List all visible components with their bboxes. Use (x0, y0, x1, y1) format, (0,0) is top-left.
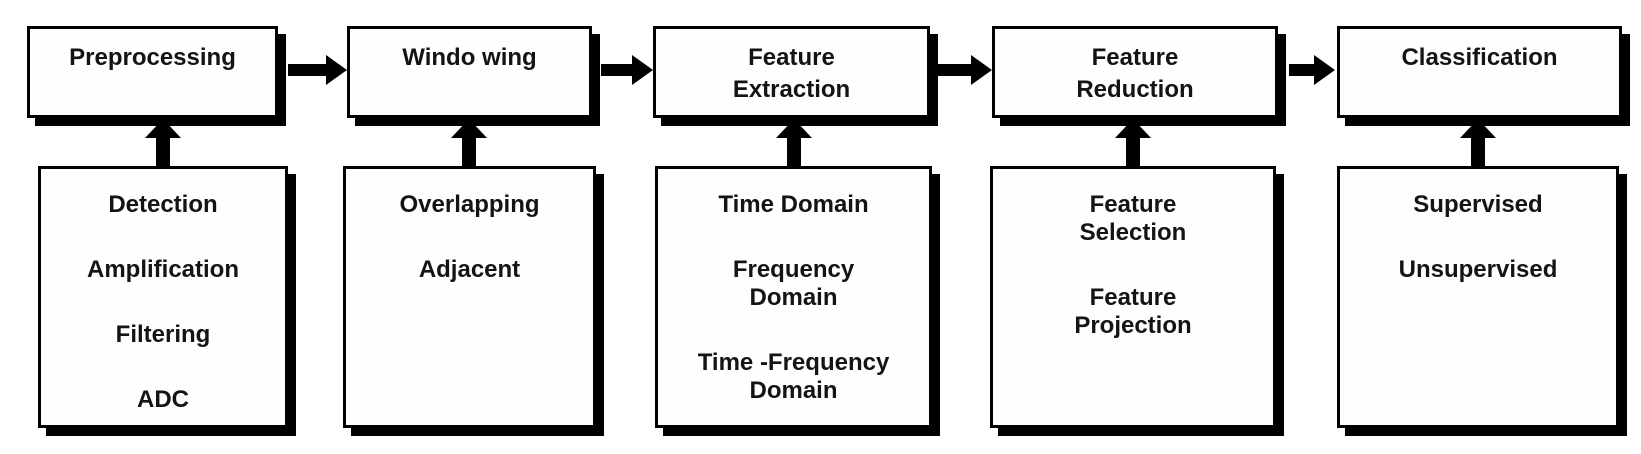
arrow-head-icon (326, 55, 347, 85)
arrow-head-icon (1460, 119, 1496, 138)
flow-arrow-up-4 (1115, 119, 1151, 167)
methods-box-feature-reduction: Feature Selection Feature Projection (990, 166, 1276, 428)
stage-box-feature-reduction: Feature Reduction (992, 26, 1278, 118)
methods-box-classification: Supervised Unsupervised (1337, 166, 1619, 428)
method-item: Overlapping (399, 191, 540, 218)
stage-box-feature-extraction: Feature Extraction (653, 26, 930, 118)
stage-box-classification: Classification (1337, 26, 1622, 118)
arrow-shaft (787, 135, 801, 167)
stage-label-feature-extraction: Feature Extraction (732, 44, 851, 103)
flow-arrow-right-4 (1289, 55, 1335, 85)
method-item: Feature Projection (1074, 284, 1192, 339)
stage-label-windowing: Windo wing (402, 44, 537, 71)
methods-box-windowing: Overlapping Adjacent (343, 166, 596, 428)
method-item: Detection (108, 191, 218, 218)
arrow-shaft (1126, 135, 1140, 167)
arrow-shaft (1289, 64, 1318, 76)
arrow-head-icon (1314, 55, 1335, 85)
arrow-head-icon (632, 55, 653, 85)
flow-arrow-up-1 (145, 119, 181, 167)
method-item: Feature Selection (1079, 191, 1187, 246)
stage-label-classification: Classification (1401, 44, 1558, 71)
method-item: Time Domain (718, 191, 869, 218)
stage-box-preprocessing: Preprocessing (27, 26, 278, 118)
method-item: Filtering (115, 321, 211, 348)
arrow-shaft (1471, 135, 1485, 167)
stage-label-feature-reduction: Feature Reduction (1076, 44, 1194, 103)
arrow-shaft (156, 135, 170, 167)
stage-box-windowing: Windo wing (347, 26, 592, 118)
flow-arrow-right-3 (936, 55, 992, 85)
method-item: Supervised (1413, 191, 1543, 218)
arrow-head-icon (451, 119, 487, 138)
arrow-shaft (288, 64, 330, 76)
stage-label-preprocessing: Preprocessing (69, 44, 236, 71)
methods-box-preprocessing: Detection Amplification Filtering ADC (38, 166, 288, 428)
arrow-shaft (601, 64, 636, 76)
arrow-head-icon (971, 55, 992, 85)
flow-arrow-right-2 (601, 55, 653, 85)
arrow-head-icon (1115, 119, 1151, 138)
arrow-shaft (462, 135, 476, 167)
methods-box-feature-extraction: Time Domain Frequency Domain Time -Frequ… (655, 166, 932, 428)
arrow-head-icon (145, 119, 181, 138)
method-item: Frequency Domain (732, 256, 855, 311)
flow-arrow-right-1 (288, 55, 347, 85)
method-item: ADC (137, 386, 189, 413)
method-item: Time -Frequency Domain (697, 349, 890, 404)
method-item: Adjacent (418, 256, 521, 283)
flow-arrow-up-2 (451, 119, 487, 167)
arrow-shaft (936, 64, 975, 76)
flow-arrow-up-5 (1460, 119, 1496, 167)
arrow-head-icon (776, 119, 812, 138)
flow-arrow-up-3 (776, 119, 812, 167)
method-item: Unsupervised (1398, 256, 1558, 283)
method-item: Amplification (86, 256, 239, 283)
